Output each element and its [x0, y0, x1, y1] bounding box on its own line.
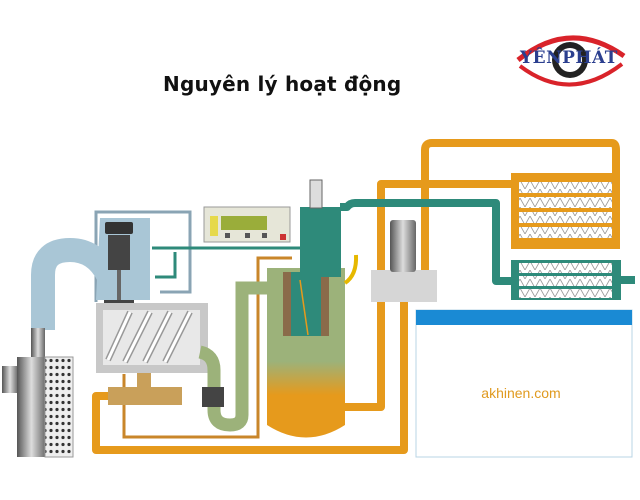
oil-thin-line — [122, 256, 292, 439]
oil-pipe-cooler-top — [421, 139, 620, 290]
thermostatic-valve — [371, 220, 437, 302]
air-cooler — [511, 260, 635, 300]
watermark-text: akhinen.com — [481, 385, 560, 401]
company-logo: YÊNPHÁT — [512, 26, 630, 92]
oil-filter — [202, 387, 224, 407]
eye-logo-icon — [516, 35, 626, 87]
compressor-unit — [96, 218, 208, 405]
logo-text: YÊNPHÁT — [520, 48, 618, 68]
mixture-return-pipe — [198, 281, 268, 432]
separator-tank — [267, 179, 359, 438]
info-panel: akhinen.com — [415, 309, 633, 458]
controller-panel — [203, 206, 291, 243]
control-line — [94, 210, 192, 302]
page-title: Nguyên lý hoạt động — [163, 72, 402, 96]
air-outlet-pipe — [340, 199, 512, 285]
air-control-line-2 — [155, 252, 177, 279]
oil-return-pipe — [92, 290, 408, 454]
oil-cooler — [511, 173, 620, 249]
